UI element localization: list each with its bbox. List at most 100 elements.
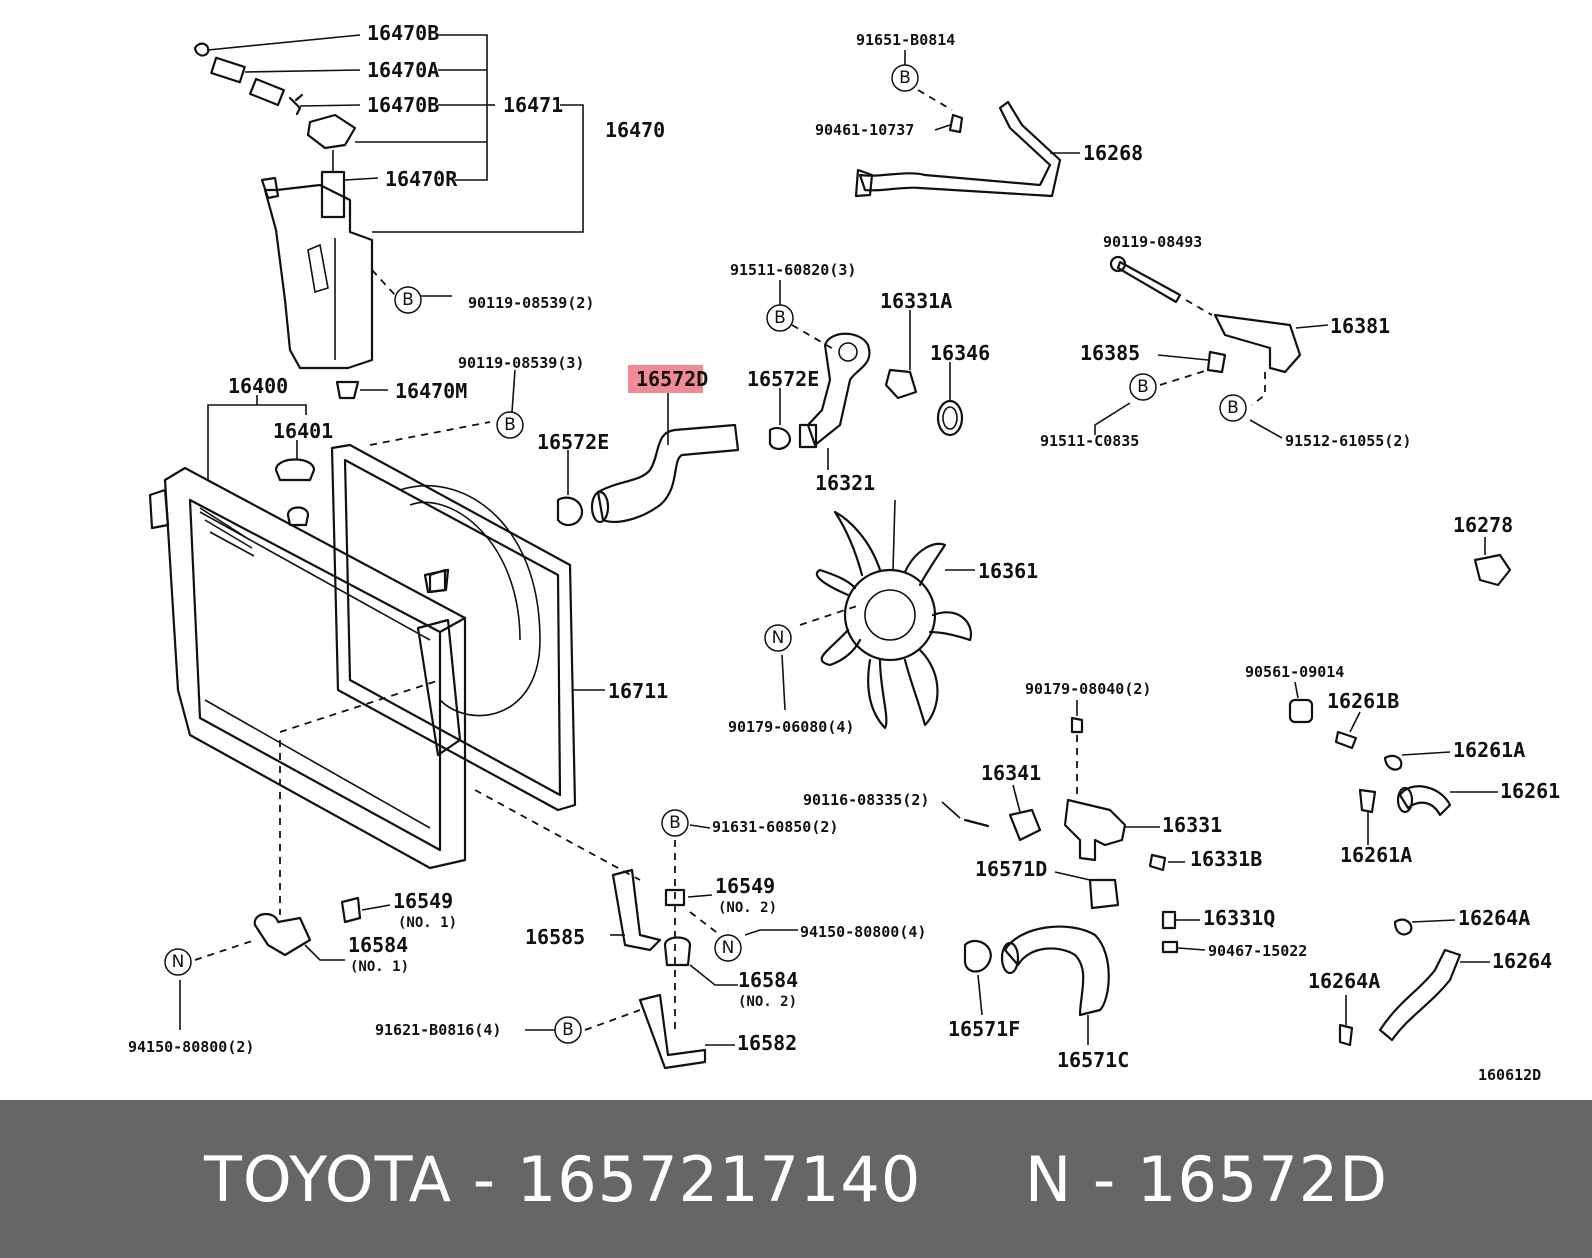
leader-16549-2 bbox=[687, 894, 713, 898]
label-16549-1: 16549 bbox=[393, 889, 453, 913]
highlight-16572D bbox=[628, 365, 703, 393]
dash-91512 bbox=[1251, 372, 1266, 406]
label-16470A: 16470A bbox=[367, 58, 439, 82]
radiator-cap bbox=[274, 458, 316, 527]
plug-90467 bbox=[1161, 940, 1179, 954]
label-94150-80800-2: 94150-80800(2) bbox=[128, 1038, 254, 1056]
label-16331B: 16331B bbox=[1190, 847, 1262, 871]
label-91631-60850: 91631-60850(2) bbox=[712, 818, 838, 836]
thermo-switch-16331A bbox=[884, 368, 918, 400]
upper-hose-16572D bbox=[556, 423, 792, 527]
label-90179-08040: 90179-08040(2) bbox=[1025, 680, 1151, 698]
cushion-16584-1 bbox=[253, 913, 312, 957]
label-16331: 16331 bbox=[1162, 813, 1222, 837]
radiator bbox=[148, 466, 467, 870]
label-16331A: 16331A bbox=[880, 289, 952, 313]
label-16584-2-note: (NO. 2) bbox=[738, 994, 797, 1010]
diagram-code: 160612D bbox=[1478, 1066, 1541, 1084]
reservoir-cap-parts bbox=[193, 42, 360, 400]
bolt-90116 bbox=[963, 818, 990, 828]
bracket-16381 bbox=[1206, 313, 1302, 374]
svg-text:N: N bbox=[772, 628, 785, 648]
gasket-16341 bbox=[1008, 808, 1042, 842]
leader-94150-4 bbox=[744, 929, 798, 936]
svg-text:N: N bbox=[172, 952, 185, 972]
label-16401: 16401 bbox=[273, 419, 333, 443]
svg-text:B: B bbox=[899, 68, 911, 88]
bolt-16331B bbox=[1148, 853, 1167, 872]
label-16584-1-note: (NO. 1) bbox=[350, 959, 409, 975]
clamp-16264A-2 bbox=[1338, 1023, 1354, 1047]
label-16572D: 16572D bbox=[636, 367, 708, 391]
leader-90461 bbox=[934, 124, 951, 131]
label-16261: 16261 bbox=[1500, 779, 1560, 803]
dash-90119-08493 bbox=[1185, 299, 1213, 316]
label-16381: 16381 bbox=[1330, 314, 1390, 338]
leader-16381 bbox=[1295, 324, 1329, 329]
dash-91511-60820 bbox=[791, 324, 836, 351]
clamp-16261A-1 bbox=[1383, 754, 1403, 771]
label-16470: 16470 bbox=[605, 118, 665, 142]
svg-text:B: B bbox=[1227, 398, 1239, 418]
callout-N-94150-2: N bbox=[164, 948, 192, 976]
callout-B-91631: B bbox=[661, 809, 689, 837]
svg-text:B: B bbox=[774, 308, 786, 328]
label-90119-08493: 90119-08493 bbox=[1103, 233, 1202, 251]
label-16400: 16400 bbox=[228, 374, 288, 398]
callout-B-91621: B bbox=[554, 1016, 582, 1044]
label-16711: 16711 bbox=[608, 679, 668, 703]
dash-91651 bbox=[917, 89, 953, 111]
cushion-16549-1 bbox=[340, 896, 362, 924]
label-16584-2: 16584 bbox=[738, 968, 798, 992]
label-16341: 16341 bbox=[981, 761, 1041, 785]
label-16261A-1: 16261A bbox=[1453, 738, 1525, 762]
svg-text:B: B bbox=[562, 1020, 574, 1040]
bolt-90119-08493 bbox=[1109, 255, 1182, 304]
shroud-dash bbox=[369, 421, 491, 446]
label-90119-08539-2: 90119-08539(2) bbox=[468, 294, 594, 312]
part-number-caption: TOYOTA - 1657217140 N - 16572D bbox=[204, 1142, 1388, 1216]
leader-16571D bbox=[1054, 871, 1091, 881]
clamp-16264A-1 bbox=[1393, 918, 1413, 936]
leader-16385 bbox=[1157, 354, 1209, 361]
label-16571F: 16571F bbox=[948, 1017, 1020, 1041]
label-91651-B0814: 91651-B0814 bbox=[856, 31, 955, 49]
valve-90561 bbox=[1288, 698, 1314, 724]
leader-90116 bbox=[941, 801, 961, 819]
label-90461-10737: 90461-10737 bbox=[815, 121, 914, 139]
dash-shroud-bracket bbox=[474, 789, 641, 881]
label-16470B-1: 16470B bbox=[367, 21, 439, 45]
label-16361: 16361 bbox=[978, 559, 1038, 583]
gasket-16346 bbox=[936, 399, 964, 437]
label-90561-09014: 90561-09014 bbox=[1245, 663, 1344, 681]
leader-90467 bbox=[1177, 947, 1206, 951]
bracket-16585 bbox=[611, 868, 662, 952]
reservoir-tank bbox=[260, 150, 374, 370]
svg-text:B: B bbox=[1137, 377, 1149, 397]
label-91511-C0835: 91511-C0835 bbox=[1040, 432, 1139, 450]
svg-text:B: B bbox=[669, 813, 681, 833]
label-90116-08335: 90116-08335(2) bbox=[803, 791, 929, 809]
leader-91512 bbox=[1249, 419, 1283, 439]
label-16470M: 16470M bbox=[395, 379, 467, 403]
label-16584-1: 16584 bbox=[348, 933, 408, 957]
label-16470B-2: 16470B bbox=[367, 93, 439, 117]
label-16470R: 16470R bbox=[385, 167, 458, 191]
leader-90179-06080 bbox=[781, 654, 786, 711]
label-16572E-1: 16572E bbox=[537, 430, 609, 454]
plug-16331Q bbox=[1161, 910, 1177, 930]
hose-16278 bbox=[1473, 553, 1512, 587]
cushion-16584-2 bbox=[663, 936, 692, 967]
hose-16261 bbox=[1396, 785, 1452, 817]
plug-16261B bbox=[1334, 730, 1358, 750]
leader-16549-1 bbox=[361, 904, 391, 911]
label-16582: 16582 bbox=[737, 1031, 797, 1055]
callout-N-90179-06080: N bbox=[764, 624, 792, 652]
reservoir-leaders bbox=[207, 34, 584, 391]
leader-91631 bbox=[689, 824, 711, 829]
label-16549-1-note: (NO. 1) bbox=[398, 915, 457, 931]
label-90467-15022: 90467-15022 bbox=[1208, 942, 1307, 960]
label-91511-60820: 91511-60820(3) bbox=[730, 261, 856, 279]
hose-16571D bbox=[1088, 878, 1120, 910]
leader-16584-1 bbox=[304, 944, 345, 961]
